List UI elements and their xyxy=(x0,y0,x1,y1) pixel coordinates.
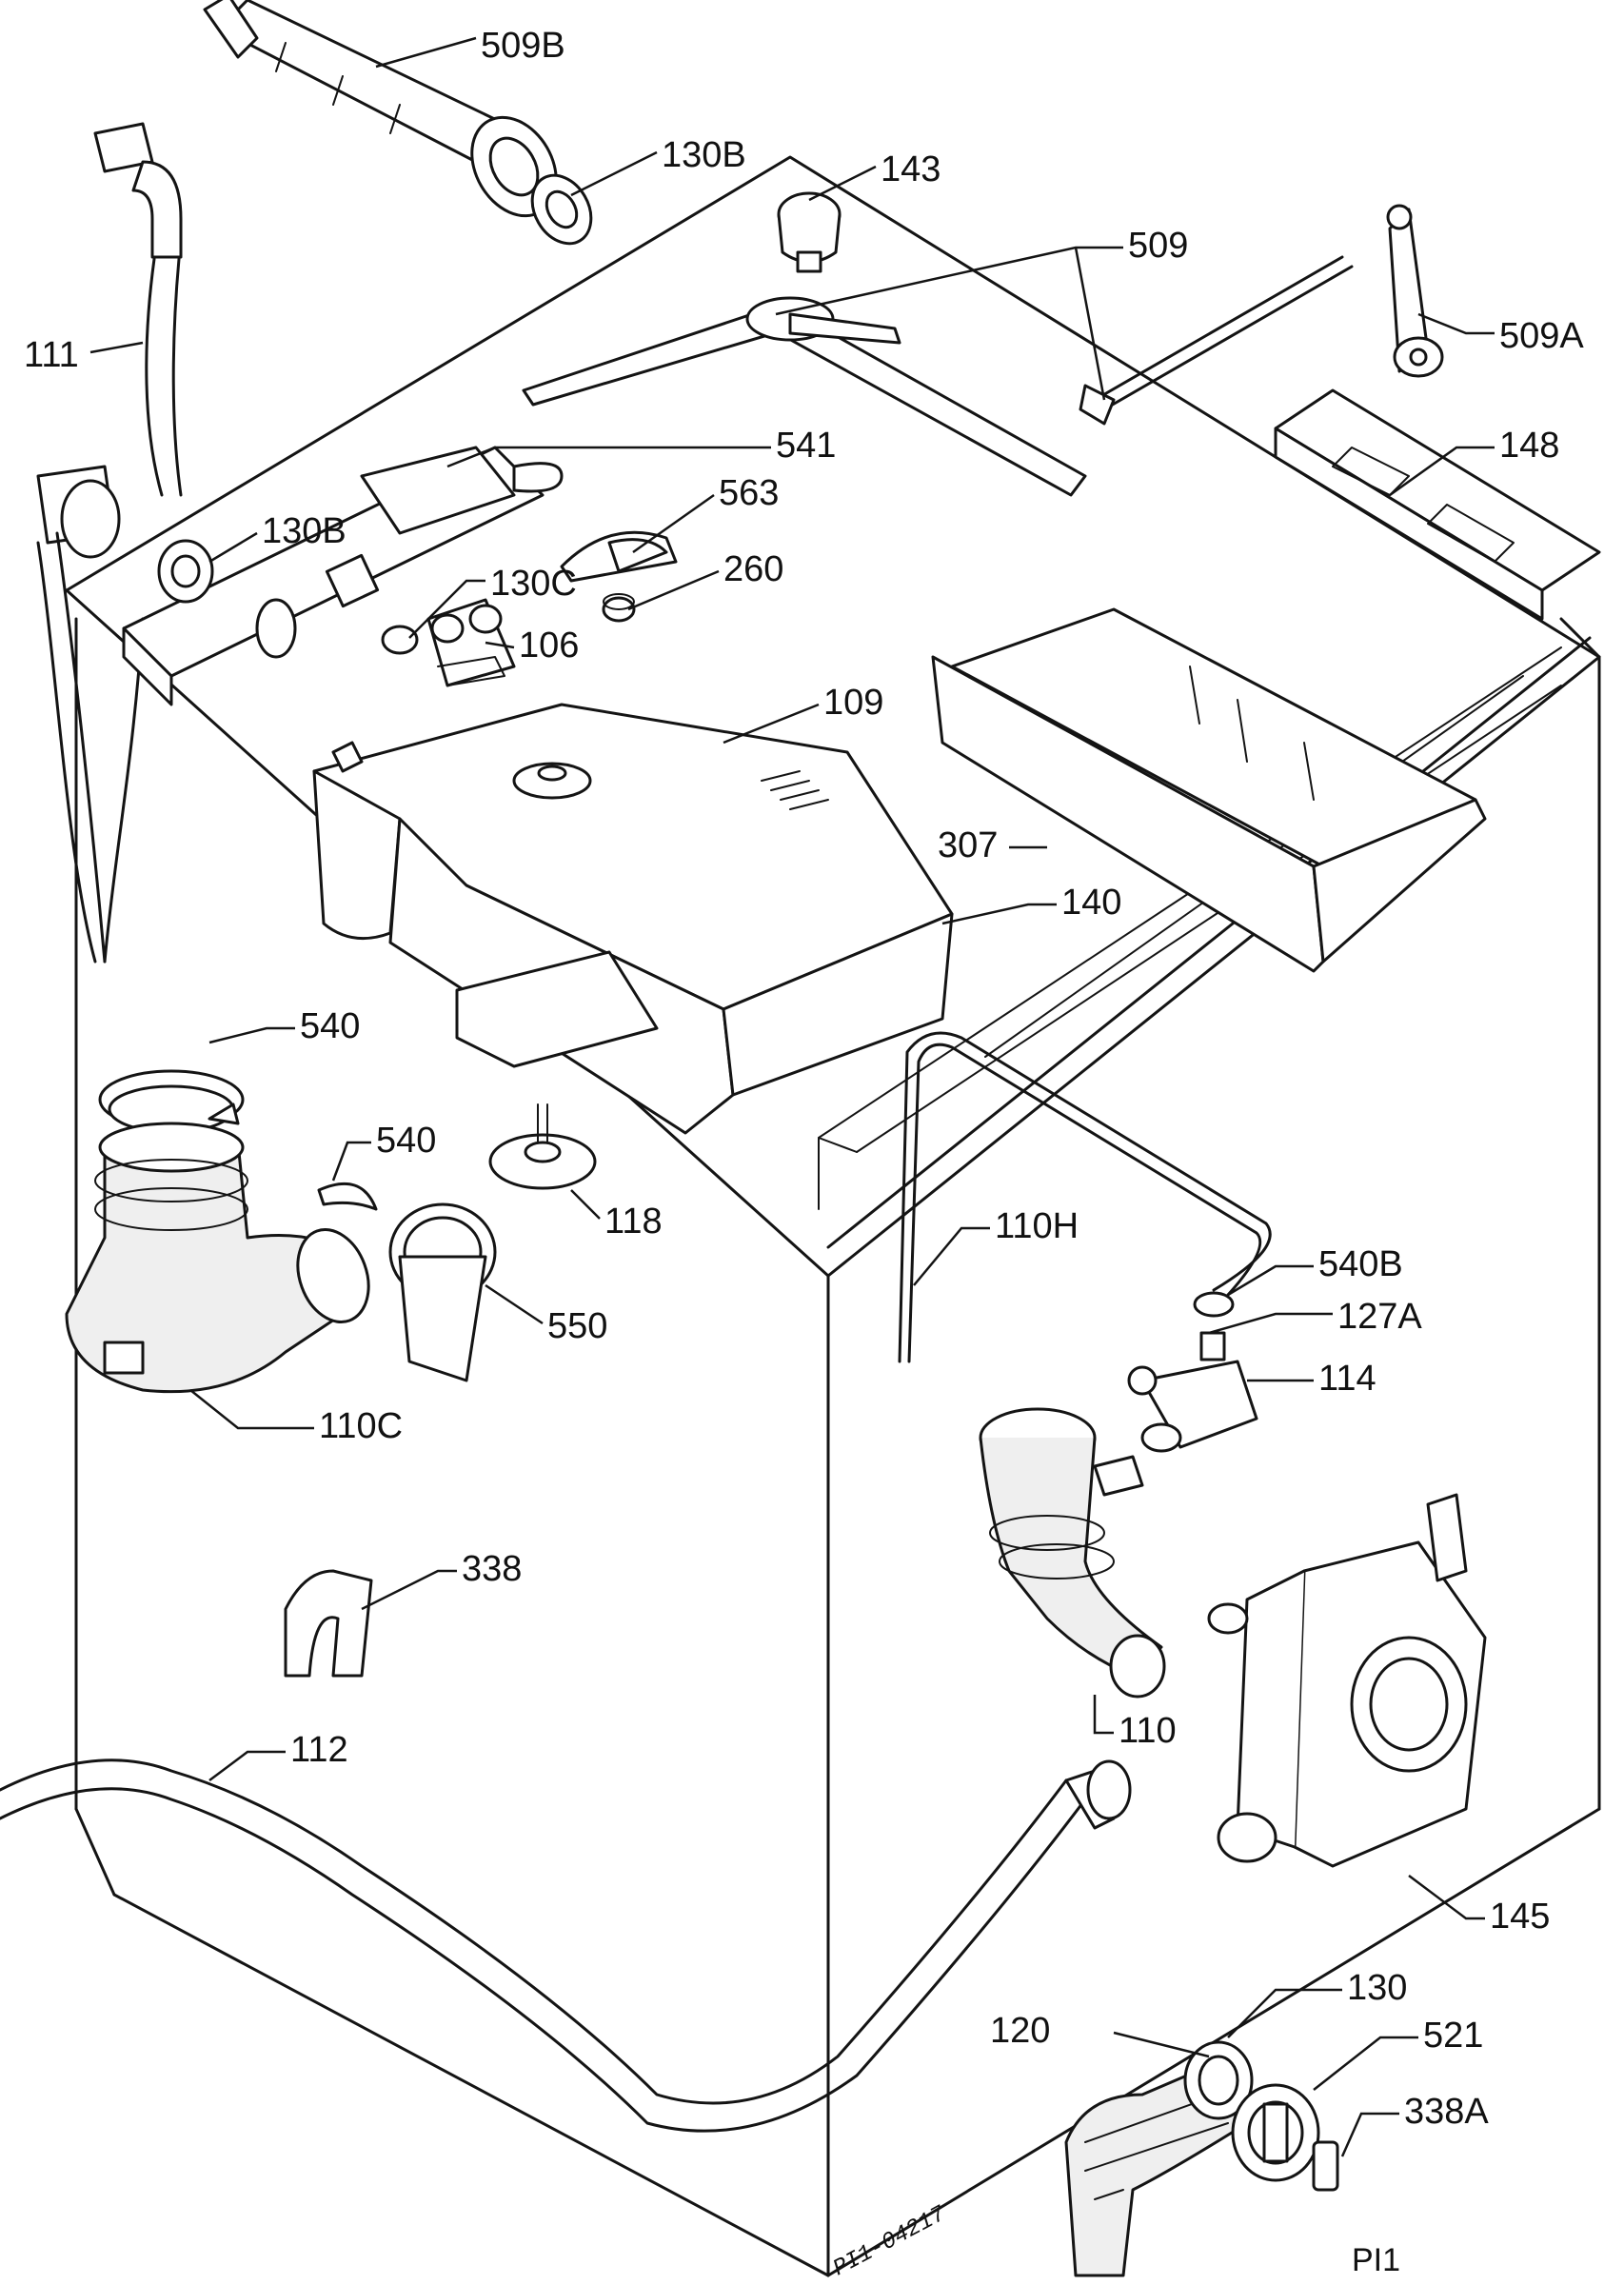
part-110h-level-hose xyxy=(898,1031,1272,1363)
label-541: 541 xyxy=(776,426,836,466)
part-145-drain-pump xyxy=(1207,1493,1487,1868)
leader-lines xyxy=(89,36,1495,2157)
part-509-lever-arm xyxy=(522,296,1087,497)
part-118-gear xyxy=(488,1103,597,1190)
part-143-knob xyxy=(777,191,842,273)
part-260-spring xyxy=(602,593,636,623)
label-114: 114 xyxy=(1318,1359,1376,1399)
part-148-module xyxy=(1274,388,1601,621)
part-130b-left-ring xyxy=(157,539,214,604)
label-550: 550 xyxy=(547,1306,607,1346)
label-338: 338 xyxy=(462,1549,522,1589)
label-130c: 130C xyxy=(490,564,577,604)
label-130: 130 xyxy=(1347,1968,1407,2008)
part-110-pump-hose xyxy=(979,1407,1166,1699)
label-143: 143 xyxy=(881,149,941,189)
drawing-code: PI1-04217 xyxy=(829,2201,951,2282)
part-509a-link xyxy=(1386,204,1444,378)
cabinet-outline xyxy=(65,155,1601,2277)
part-563-cam xyxy=(560,530,678,583)
label-130b-top: 130B xyxy=(662,135,746,175)
label-145: 145 xyxy=(1490,1897,1550,1937)
part-509-rod xyxy=(1079,255,1354,426)
part-127a-nipple xyxy=(1199,1331,1226,1361)
label-109: 109 xyxy=(823,683,883,723)
label-130b-left: 130B xyxy=(262,511,347,551)
part-106-valve xyxy=(426,598,516,687)
label-260: 260 xyxy=(723,549,783,589)
part-509b-inlet-pipe xyxy=(203,0,558,218)
label-111: 111 xyxy=(24,335,79,375)
label-521: 521 xyxy=(1423,2016,1483,2056)
label-110: 110 xyxy=(1119,1711,1177,1751)
label-148: 148 xyxy=(1499,426,1559,466)
part-130c-coupling xyxy=(381,625,419,655)
label-509b: 509B xyxy=(481,26,565,66)
label-307: 307 xyxy=(938,825,998,865)
part-labels: 509B 130B 143 509 111 509A 541 148 563 1… xyxy=(24,26,1584,2132)
part-540-clamp-a xyxy=(98,1069,245,1134)
label-338a: 338A xyxy=(1404,2092,1489,2132)
part-307-drawer xyxy=(931,607,1487,973)
part-550-flap xyxy=(388,1202,497,1382)
label-540-a: 540 xyxy=(300,1006,360,1046)
label-106: 106 xyxy=(519,626,579,666)
part-130-ring xyxy=(1183,2040,1254,2120)
label-140: 140 xyxy=(1061,883,1121,923)
part-540b-clamp xyxy=(1193,1291,1235,1318)
part-111-inlet-hose xyxy=(36,122,183,964)
part-112-drain-hose xyxy=(0,1758,1132,2133)
part-110c-sump-hose xyxy=(65,1122,370,1394)
label-127a: 127A xyxy=(1337,1297,1422,1337)
part-541-bracket xyxy=(122,446,564,706)
label-509a: 509A xyxy=(1499,316,1584,356)
sheet-id: PI1 xyxy=(1352,2242,1400,2278)
label-509: 509 xyxy=(1128,226,1188,266)
part-540-clamp-b xyxy=(317,1182,378,1211)
part-338a-pin xyxy=(1312,2140,1339,2192)
part-338-clip xyxy=(284,1569,373,1678)
label-118: 118 xyxy=(604,1202,663,1242)
label-120: 120 xyxy=(990,2011,1050,2051)
label-112: 112 xyxy=(290,1730,348,1770)
part-114-pressure-switch xyxy=(1127,1360,1258,1453)
part-109-dispenser-top xyxy=(312,703,954,1135)
label-540b: 540B xyxy=(1318,1244,1403,1284)
part-521-cap xyxy=(1231,2083,1320,2182)
label-563: 563 xyxy=(719,473,779,513)
label-540-b: 540 xyxy=(376,1121,436,1161)
label-110c: 110C xyxy=(319,1406,403,1446)
part-140-drawer-channel xyxy=(455,950,659,1068)
label-110h: 110H xyxy=(995,1206,1079,1246)
